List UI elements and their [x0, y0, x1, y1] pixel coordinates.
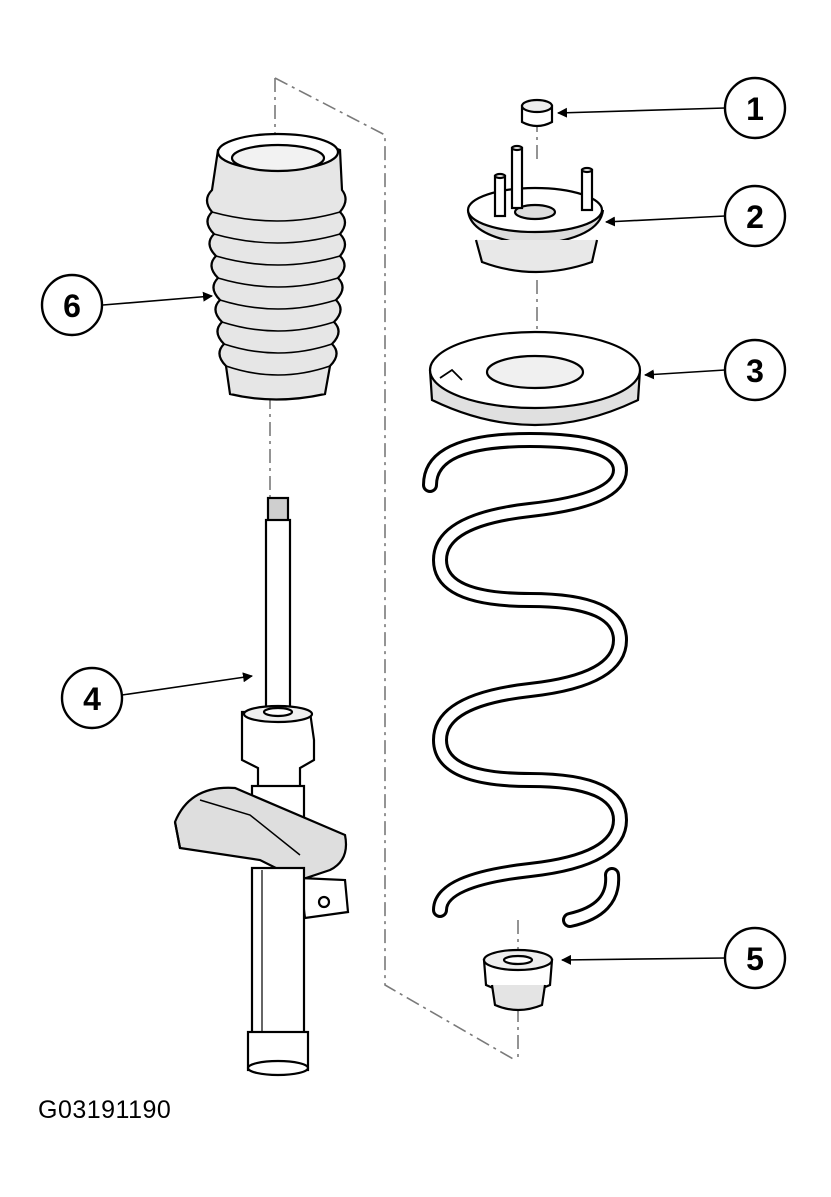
coil-spring-inner: [425, 434, 626, 915]
leader-lines: [102, 107, 726, 965]
coil-spring-end-inner: [565, 870, 618, 925]
upper-mount: [466, 144, 605, 274]
callout-label-1: 1: [746, 91, 764, 127]
assembly-frame-dashed: [269, 77, 538, 1061]
leader-line-4: [121, 672, 253, 696]
callout-1: 1: [723, 76, 787, 140]
leader-line-2: [605, 215, 726, 227]
figure-id: G03191190: [38, 1096, 172, 1124]
spring-seat: [428, 330, 642, 426]
nut: [520, 98, 554, 128]
leader-line-1: [557, 107, 726, 118]
leader-line-6: [102, 291, 213, 306]
dust-boot: [205, 132, 347, 401]
callout-label-4: 4: [83, 681, 101, 717]
callout-3: 3: [723, 338, 787, 402]
callout-label-2: 2: [746, 199, 764, 235]
callout-2: 2: [723, 184, 787, 248]
callout-label-3: 3: [746, 353, 764, 389]
shock-absorber: [173, 496, 350, 1077]
callout-5: 5: [723, 926, 787, 990]
callout-label-5: 5: [746, 941, 764, 977]
leader-line-5: [561, 954, 726, 965]
leader-line-3: [644, 369, 726, 380]
callout-label-6: 6: [63, 288, 81, 324]
callout-6: 6: [40, 273, 104, 337]
callout-4: 4: [60, 666, 124, 730]
bump-stop: [482, 948, 554, 1012]
